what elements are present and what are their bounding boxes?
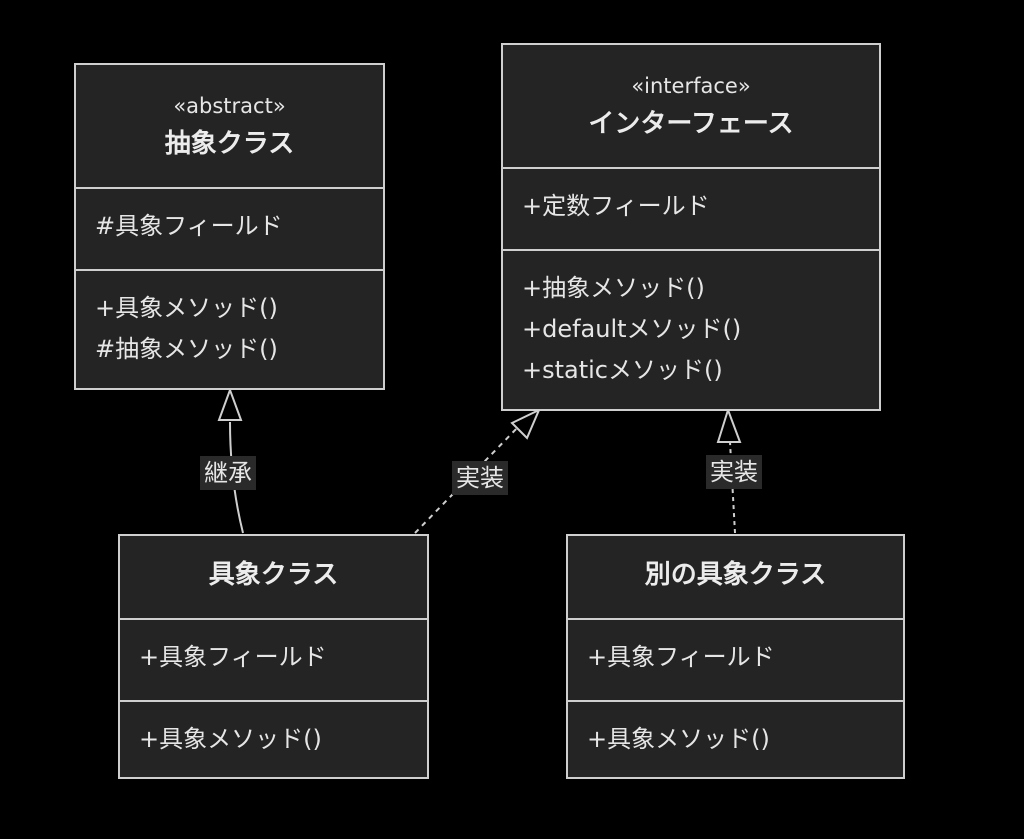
concrete-class-header: 具象クラス — [120, 536, 427, 618]
realization-label-concrete: 実装 — [452, 461, 508, 495]
concrete-fields: +具象フィールド — [120, 618, 427, 700]
other-concrete-methods: +具象メソッド() — [568, 700, 903, 760]
concrete-method: +具象メソッド() — [139, 725, 322, 753]
realization-arrowhead-other — [716, 406, 742, 443]
abstract-class-box[interactable]: «abstract» 抽象クラス #具象フィールド +具象メソッド() #抽象メ… — [74, 63, 385, 390]
concrete-methods: +具象メソッド() — [120, 700, 427, 760]
interface-method: +抽象メソッド() — [522, 274, 705, 302]
other-concrete-method: +具象メソッド() — [587, 725, 770, 753]
inheritance-label: 継承 — [200, 456, 256, 490]
abstract-field: #具象フィールド — [95, 212, 283, 240]
abstract-stereotype: «abstract» — [173, 94, 286, 118]
interface-fields: +定数フィールド — [503, 167, 879, 249]
interface-field: +定数フィールド — [522, 192, 710, 220]
interface-box[interactable]: «interface» インターフェース +定数フィールド +抽象メソッド() … — [501, 43, 881, 411]
interface-stereotype: «interface» — [631, 74, 751, 98]
interface-method: +staticメソッド() — [522, 356, 723, 384]
abstract-class-name: 抽象クラス — [164, 129, 295, 159]
abstract-method: +具象メソッド() — [95, 294, 278, 322]
concrete-field: +具象フィールド — [139, 643, 327, 671]
interface-method: +defaultメソッド() — [522, 315, 742, 343]
abstract-method: #抽象メソッド() — [95, 335, 278, 363]
other-concrete-class-header: 別の具象クラス — [568, 536, 903, 618]
abstract-class-header: «abstract» 抽象クラス — [76, 65, 383, 187]
interface-name: インターフェース — [588, 109, 794, 139]
interface-header: «interface» インターフェース — [503, 45, 879, 167]
interface-methods: +抽象メソッド() +defaultメソッド() +staticメソッド() — [503, 249, 879, 391]
concrete-class-name: 具象クラス — [208, 560, 339, 590]
realization-arrowhead-concrete — [510, 407, 541, 440]
abstract-fields: #具象フィールド — [76, 187, 383, 269]
abstract-methods: +具象メソッド() #抽象メソッド() — [76, 269, 383, 370]
other-concrete-field: +具象フィールド — [587, 643, 775, 671]
other-concrete-class-box[interactable]: 別の具象クラス +具象フィールド +具象メソッド() — [566, 534, 905, 779]
other-concrete-class-name: 別の具象クラス — [644, 560, 827, 590]
other-concrete-fields: +具象フィールド — [568, 618, 903, 700]
concrete-class-box[interactable]: 具象クラス +具象フィールド +具象メソッド() — [118, 534, 429, 779]
inheritance-arrowhead — [217, 387, 243, 421]
realization-label-other: 実装 — [706, 455, 762, 489]
